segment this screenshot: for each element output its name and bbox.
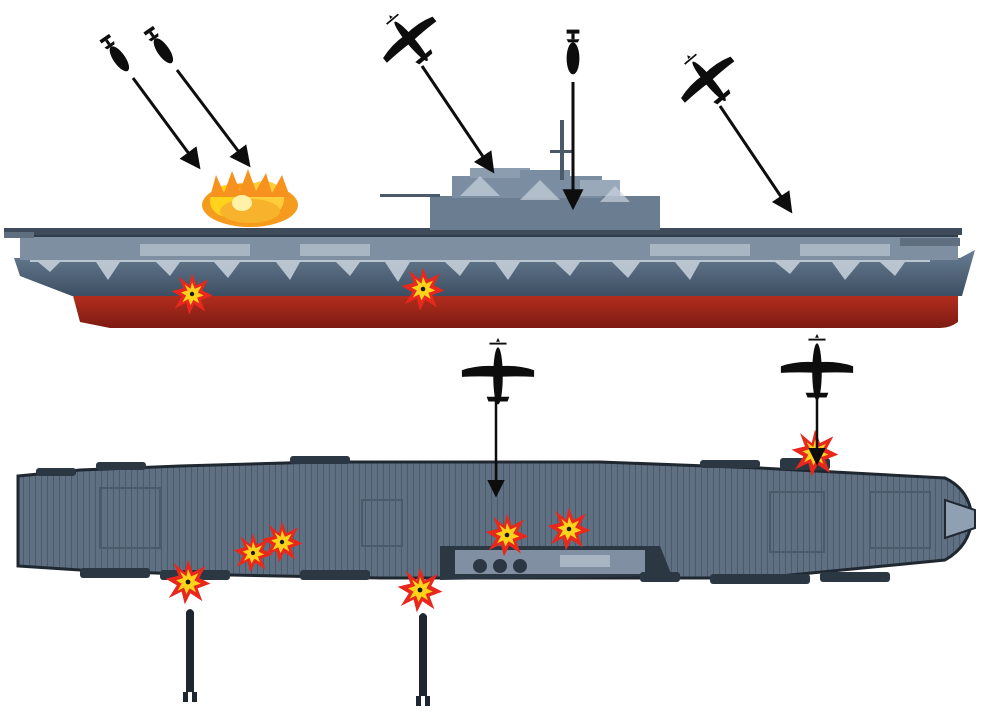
plane-icon [461,337,535,405]
bomb-icon [99,33,133,75]
island-superstructure [380,120,660,230]
bomb-icon [566,29,580,75]
arrow-icon [718,105,793,214]
side-profile-view [4,0,975,328]
flight-deck-edge [4,228,962,235]
plane-icon [662,34,751,122]
torpedo-icon [416,613,430,708]
fire-icon [202,169,298,227]
hull-bottom-red [72,292,958,328]
bomb-icon [143,25,177,67]
hull-camouflage [30,258,930,282]
island-top [440,546,672,580]
arrow-icon [175,69,251,168]
plane-icon [364,0,453,82]
arrow-icon [131,77,201,170]
top-plan-view [16,333,976,708]
torpedo-icon [183,609,197,704]
arrow-icon [420,65,495,174]
